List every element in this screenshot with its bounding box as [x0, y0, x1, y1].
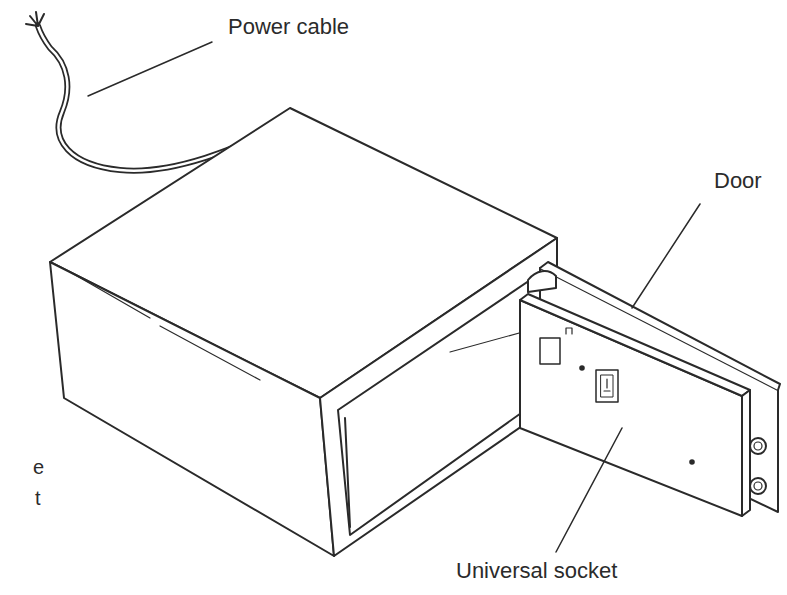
part-label: Power cable — [226, 14, 351, 39]
part-label: Door — [712, 168, 764, 193]
part-label: Universal socket — [454, 558, 619, 583]
part-label: e — [31, 456, 46, 479]
part-label: t — [33, 487, 43, 510]
